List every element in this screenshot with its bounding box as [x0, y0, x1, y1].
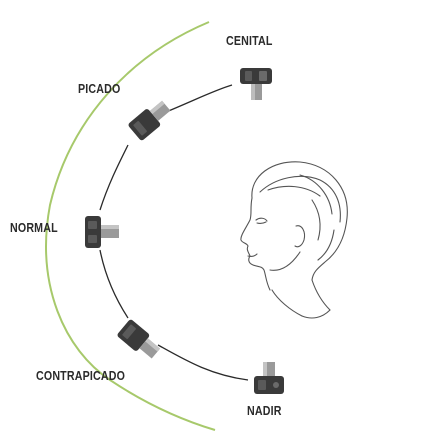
camera-icon — [127, 98, 173, 142]
label-picado: PICADO — [78, 81, 120, 96]
inner-arc-upper — [100, 145, 128, 210]
inner-arc-top — [166, 85, 232, 112]
camera-icon — [116, 319, 162, 363]
label-cenital: CENITAL — [226, 33, 273, 48]
camera-icon — [85, 216, 119, 248]
inner-arc-bottom — [158, 345, 248, 380]
female-head-profile-icon — [241, 162, 347, 318]
label-normal: NORMAL — [10, 220, 58, 235]
label-contrapicado: CONTRAPICADO — [36, 368, 125, 383]
inner-arc-lower — [100, 250, 128, 318]
camera-icon — [254, 362, 284, 394]
label-nadir: NADIR — [247, 403, 282, 418]
camera-icon — [240, 68, 272, 100]
